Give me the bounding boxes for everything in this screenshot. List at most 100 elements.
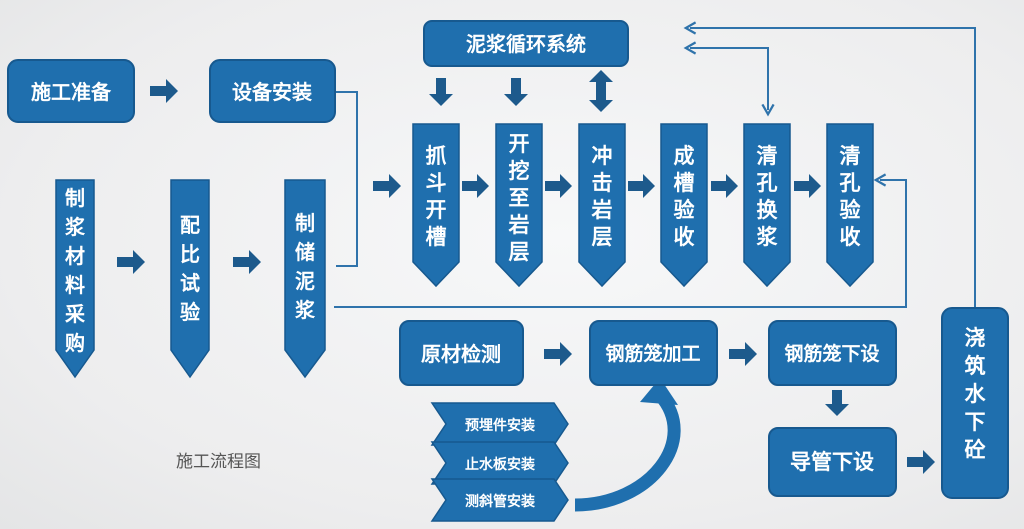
arrow-right-icon <box>462 174 489 198</box>
node-trench-acceptance[interactable] <box>660 123 708 288</box>
arrow-down-icon <box>825 390 849 416</box>
label-char: 料 <box>65 273 85 297</box>
label-char: 成 <box>674 144 695 168</box>
node-mud-system[interactable] <box>423 20 629 67</box>
label-char: 储 <box>295 240 315 264</box>
label-make-store-mud: 制储泥浆 <box>294 211 316 322</box>
label-char: 采 <box>65 302 85 326</box>
label-char: 验 <box>180 300 200 324</box>
label-char: 冲 <box>592 144 613 168</box>
label-char: 槽 <box>426 225 447 249</box>
box-nodes <box>7 20 1009 499</box>
node-equip-install[interactable] <box>209 59 336 123</box>
label-char: 岩 <box>508 213 530 237</box>
label-char: 配 <box>180 213 200 237</box>
arrow-right-icon <box>150 79 178 103</box>
arrow-right-icon <box>794 174 821 198</box>
line-mud-system-clean-replace <box>683 41 775 117</box>
label-char: 斗 <box>426 171 447 195</box>
arrow-right-icon <box>628 174 655 198</box>
label-cage-fabrication: 钢筋笼加工 <box>605 342 700 365</box>
label-char: 验 <box>674 198 695 222</box>
label-clean-acceptance: 清孔验收 <box>840 144 861 249</box>
label-equip-install: 设备安装 <box>232 80 312 104</box>
label-clean-replace-mud: 清孔换浆 <box>757 144 779 249</box>
pentagon-nodes <box>55 123 874 379</box>
node-cage-lowering[interactable] <box>768 320 897 386</box>
label-pipe-lowering: 导管下设 <box>790 450 874 474</box>
label-char: 筑 <box>965 354 986 378</box>
label-char: 清 <box>840 144 861 168</box>
label-char: 收 <box>674 225 695 249</box>
label-trench-acceptance: 成槽验收 <box>674 144 695 249</box>
arrow-right-icon <box>233 250 261 274</box>
line-mud-to-clean-acceptance <box>334 173 907 308</box>
node-excavate-to-rock[interactable] <box>495 123 543 288</box>
label-char: 孔 <box>757 171 778 195</box>
label-char: 下 <box>965 410 986 434</box>
label-char: 购 <box>65 331 85 355</box>
curved-arrow-icon <box>574 390 681 512</box>
label-char: 浆 <box>64 215 86 239</box>
flow-arrows <box>117 70 935 474</box>
arrow-right-icon <box>907 450 935 474</box>
label-prep: 施工准备 <box>31 80 112 104</box>
label-char: 制 <box>65 186 85 210</box>
node-clean-acceptance[interactable] <box>826 123 874 288</box>
label-char: 浇 <box>965 326 986 350</box>
node-pipe-lowering[interactable] <box>768 427 897 497</box>
node-grab-trench[interactable] <box>412 123 460 288</box>
node-cage-fabrication[interactable] <box>589 320 718 386</box>
label-raw-material-test: 原材检测 <box>421 342 501 366</box>
label-char: 水 <box>965 382 987 406</box>
label-char: 开 <box>426 198 447 222</box>
label-char: 孔 <box>840 171 861 195</box>
label-char: 岩 <box>591 198 613 222</box>
label-embedded-parts: 预埋件安装 <box>465 417 536 434</box>
curved-arrow-head-icon <box>640 378 678 405</box>
label-char: 验 <box>840 198 861 222</box>
label-char: 换 <box>757 198 779 222</box>
label-impact-rock: 冲击岩层 <box>591 144 613 249</box>
label-char: 槽 <box>674 171 695 195</box>
arrow-right-icon <box>373 174 401 198</box>
arrow-updown-icon <box>589 70 613 112</box>
node-material-purchase[interactable] <box>55 179 95 379</box>
label-mud-system: 泥浆循环系统 <box>466 32 586 56</box>
arrow-right-icon <box>711 174 738 198</box>
node-impact-rock[interactable] <box>578 123 626 288</box>
label-char: 击 <box>592 171 613 195</box>
label-waterstop: 止水板安装 <box>465 456 536 473</box>
label-char: 浆 <box>757 225 779 249</box>
label-char: 制 <box>295 211 315 235</box>
arrow-down-icon <box>429 78 453 106</box>
arrow-right-icon <box>117 250 145 274</box>
node-underwater-pour[interactable] <box>941 307 1009 499</box>
label-char: 比 <box>180 242 200 266</box>
label-underwater-pour: 浇筑水下砼 <box>965 326 987 462</box>
label-char: 材 <box>65 244 85 268</box>
label-char: 开 <box>509 132 530 156</box>
arrow-down-icon <box>504 78 528 106</box>
node-clean-replace-mud[interactable] <box>743 123 791 288</box>
arrow-right-icon <box>544 342 572 366</box>
label-char: 砼 <box>965 438 987 462</box>
node-mix-test[interactable] <box>170 179 210 379</box>
line-pour-to-mud-system <box>683 21 976 308</box>
label-char: 试 <box>180 271 200 295</box>
chevron-nodes <box>430 402 569 522</box>
node-inclinometer[interactable] <box>430 478 569 522</box>
arrow-right-icon <box>545 174 572 198</box>
node-raw-material-test[interactable] <box>399 320 524 386</box>
node-make-store-mud[interactable] <box>284 179 326 379</box>
node-prep[interactable] <box>7 59 135 123</box>
label-material-purchase: 制浆材料采购 <box>64 186 86 355</box>
label-char: 挖 <box>509 159 530 183</box>
connector-lines <box>334 21 976 308</box>
label-char: 抓 <box>426 144 447 168</box>
label-char: 收 <box>840 225 861 249</box>
label-excavate-to-rock: 开挖至岩层 <box>508 132 530 264</box>
label-char: 层 <box>592 225 613 249</box>
label-char: 泥 <box>295 269 315 293</box>
